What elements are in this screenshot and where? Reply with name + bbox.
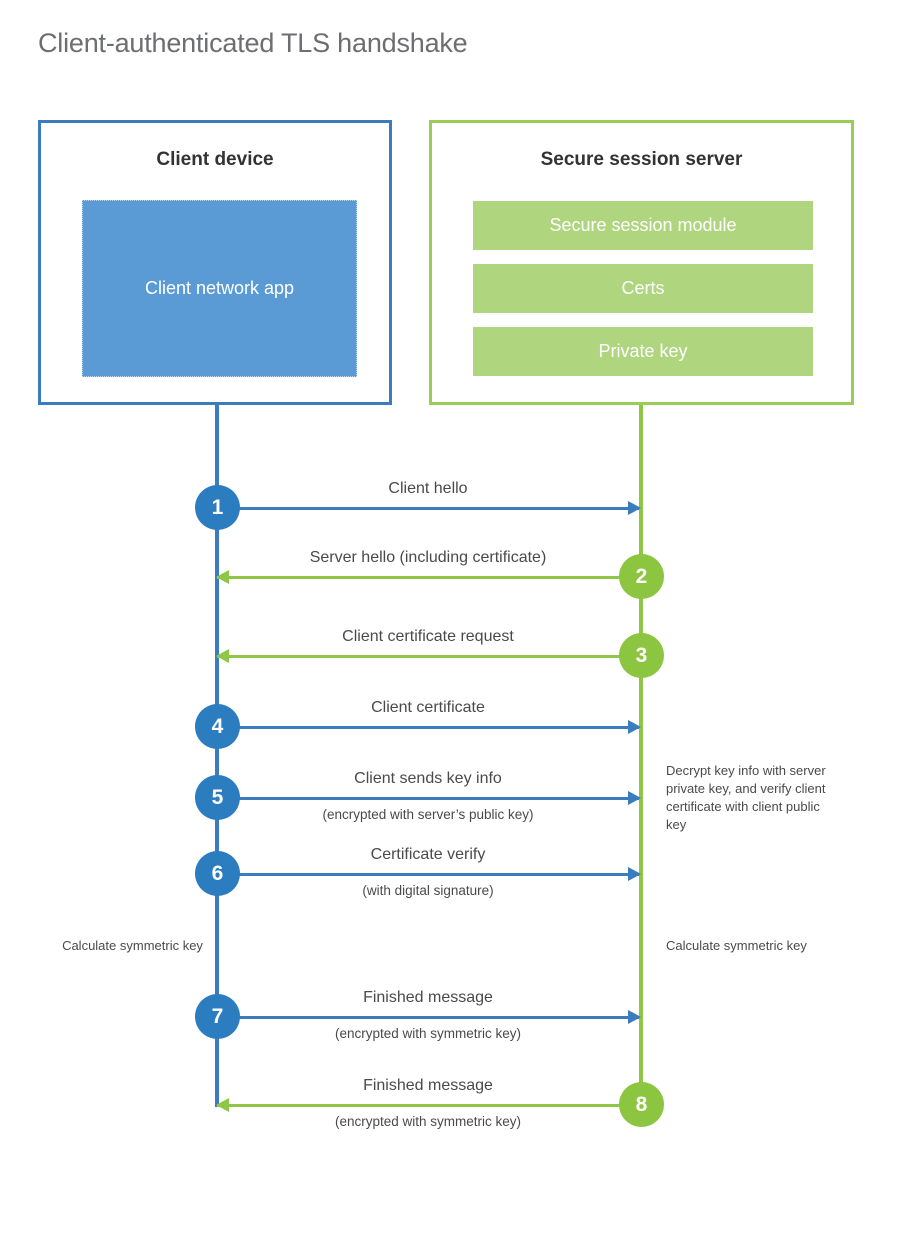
message-arrow-shaft-1 xyxy=(217,507,639,510)
message-arrow-shaft-2 xyxy=(217,576,639,579)
step-circle-2[interactable]: 2 xyxy=(619,554,664,599)
arrow-head-right-icon xyxy=(628,867,641,881)
client-network-app-block: Client network app xyxy=(82,200,357,377)
step-circle-7[interactable]: 7 xyxy=(195,994,240,1039)
message-arrow-shaft-7 xyxy=(217,1016,639,1019)
message-arrow-shaft-5 xyxy=(217,797,639,800)
message-arrow-shaft-8 xyxy=(217,1104,639,1107)
step-circle-6[interactable]: 6 xyxy=(195,851,240,896)
message-sublabel-5: (encrypted with server’s public key) xyxy=(322,807,534,822)
message-arrow-shaft-3 xyxy=(217,655,639,658)
arrow-head-right-icon xyxy=(628,791,641,805)
message-sublabel-7: (encrypted with symmetric key) xyxy=(334,1026,522,1041)
message-label-3: Client certificate request xyxy=(342,628,514,645)
server-component-certs: Certs xyxy=(473,264,813,313)
arrow-head-left-icon xyxy=(216,570,229,584)
annotation-server-calculate-symmetric-key: Calculate symmetric key xyxy=(666,938,807,953)
client-lifeline xyxy=(215,405,219,1107)
message-sublabel-6: (with digital signature) xyxy=(362,883,494,898)
arrow-head-right-icon xyxy=(628,501,641,515)
message-label-2: Server hello (including certificate) xyxy=(309,549,547,566)
message-arrow-shaft-4 xyxy=(217,726,639,729)
secure-session-server-box: Secure session server Secure session mod… xyxy=(429,120,854,405)
step-circle-8[interactable]: 8 xyxy=(619,1082,664,1127)
message-label-1: Client hello xyxy=(388,480,468,497)
message-label-8: Finished message xyxy=(363,1077,493,1094)
message-arrow-shaft-6 xyxy=(217,873,639,876)
step-circle-4[interactable]: 4 xyxy=(195,704,240,749)
arrow-head-right-icon xyxy=(628,720,641,734)
server-lifeline xyxy=(639,405,643,1107)
step-circle-1[interactable]: 1 xyxy=(195,485,240,530)
server-component-private-key: Private key xyxy=(473,327,813,376)
arrow-head-left-icon xyxy=(216,1098,229,1112)
message-label-5: Client sends key info xyxy=(354,770,502,787)
message-label-4: Client certificate xyxy=(371,699,485,716)
message-label-6: Certificate verify xyxy=(370,846,486,863)
server-component-secure-session-module: Secure session module xyxy=(473,201,813,250)
client-device-box: Client device Client network app xyxy=(38,120,392,405)
step-circle-3[interactable]: 3 xyxy=(619,633,664,678)
step-circle-5[interactable]: 5 xyxy=(195,775,240,820)
client-device-title: Client device xyxy=(156,149,274,170)
annotation-client-calculate-symmetric-key: Calculate symmetric key xyxy=(62,938,203,953)
arrow-head-right-icon xyxy=(628,1010,641,1024)
page-title: Client-authenticated TLS handshake xyxy=(38,28,468,58)
secure-session-server-title: Secure session server xyxy=(540,149,743,170)
arrow-head-left-icon xyxy=(216,649,229,663)
annotation-server-decrypt: Decrypt key info with server private key… xyxy=(666,763,826,832)
message-label-7: Finished message xyxy=(363,989,493,1006)
message-sublabel-8: (encrypted with symmetric key) xyxy=(334,1114,522,1129)
